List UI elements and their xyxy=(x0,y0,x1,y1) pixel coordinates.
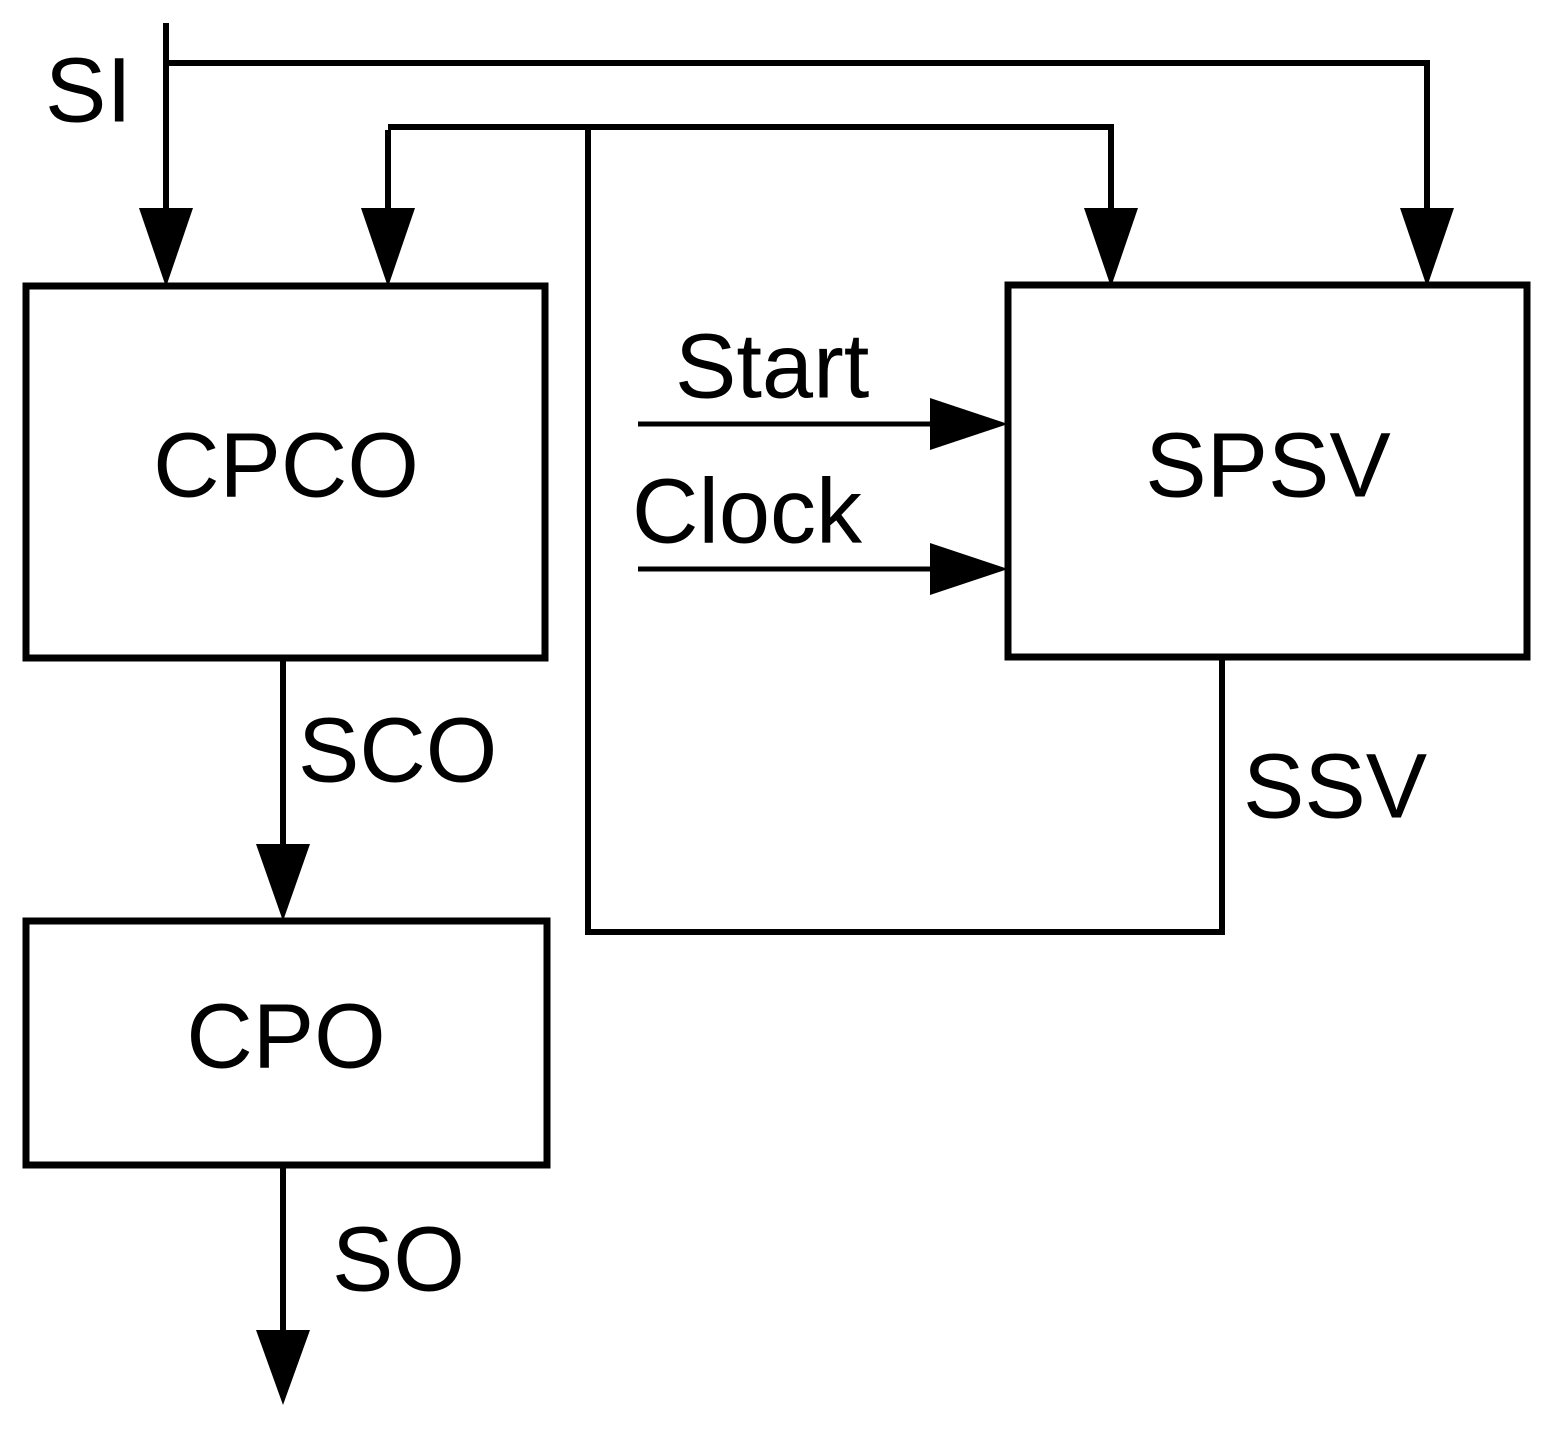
wire-si-branch-to-spsv xyxy=(163,60,1430,212)
block-cpco-label: CPCO xyxy=(153,414,419,516)
arrowhead-sco-into-cpo xyxy=(256,844,310,921)
arrowhead-start-into-spsv xyxy=(930,398,1008,450)
signal-label-si: SI xyxy=(45,39,132,141)
block-cpo[interactable]: CPO xyxy=(22,917,551,1169)
arrowhead-clock-into-spsv xyxy=(930,543,1008,595)
block-spsv-rect xyxy=(1004,281,1531,661)
block-cpo-label: CPO xyxy=(186,985,385,1087)
arrowhead-ssv-into-spsv xyxy=(1084,208,1138,287)
block-spsv-label: SPSV xyxy=(1145,414,1390,516)
block-spsv[interactable]: SPSV xyxy=(1004,281,1531,661)
wire-ssv-feedback-top xyxy=(388,124,1114,212)
arrowhead-si-into-cpco xyxy=(139,208,193,287)
block-cpco-rect xyxy=(22,282,549,662)
arrowhead-so-output xyxy=(256,1330,310,1405)
arrowhead-ssv-into-cpco xyxy=(361,208,415,287)
signal-label-start: Start xyxy=(675,315,869,417)
block-cpo-rect xyxy=(22,917,551,1169)
signal-label-ssv: SSV xyxy=(1243,735,1427,837)
signal-label-clock: Clock xyxy=(632,460,863,562)
wire-ssv-feedback-loop xyxy=(585,124,1225,935)
block-cpco[interactable]: CPCO xyxy=(22,282,549,662)
arrowhead-si-into-spsv xyxy=(1400,208,1454,287)
signal-label-so: SO xyxy=(332,1208,465,1310)
signal-label-sco: SCO xyxy=(298,699,497,801)
